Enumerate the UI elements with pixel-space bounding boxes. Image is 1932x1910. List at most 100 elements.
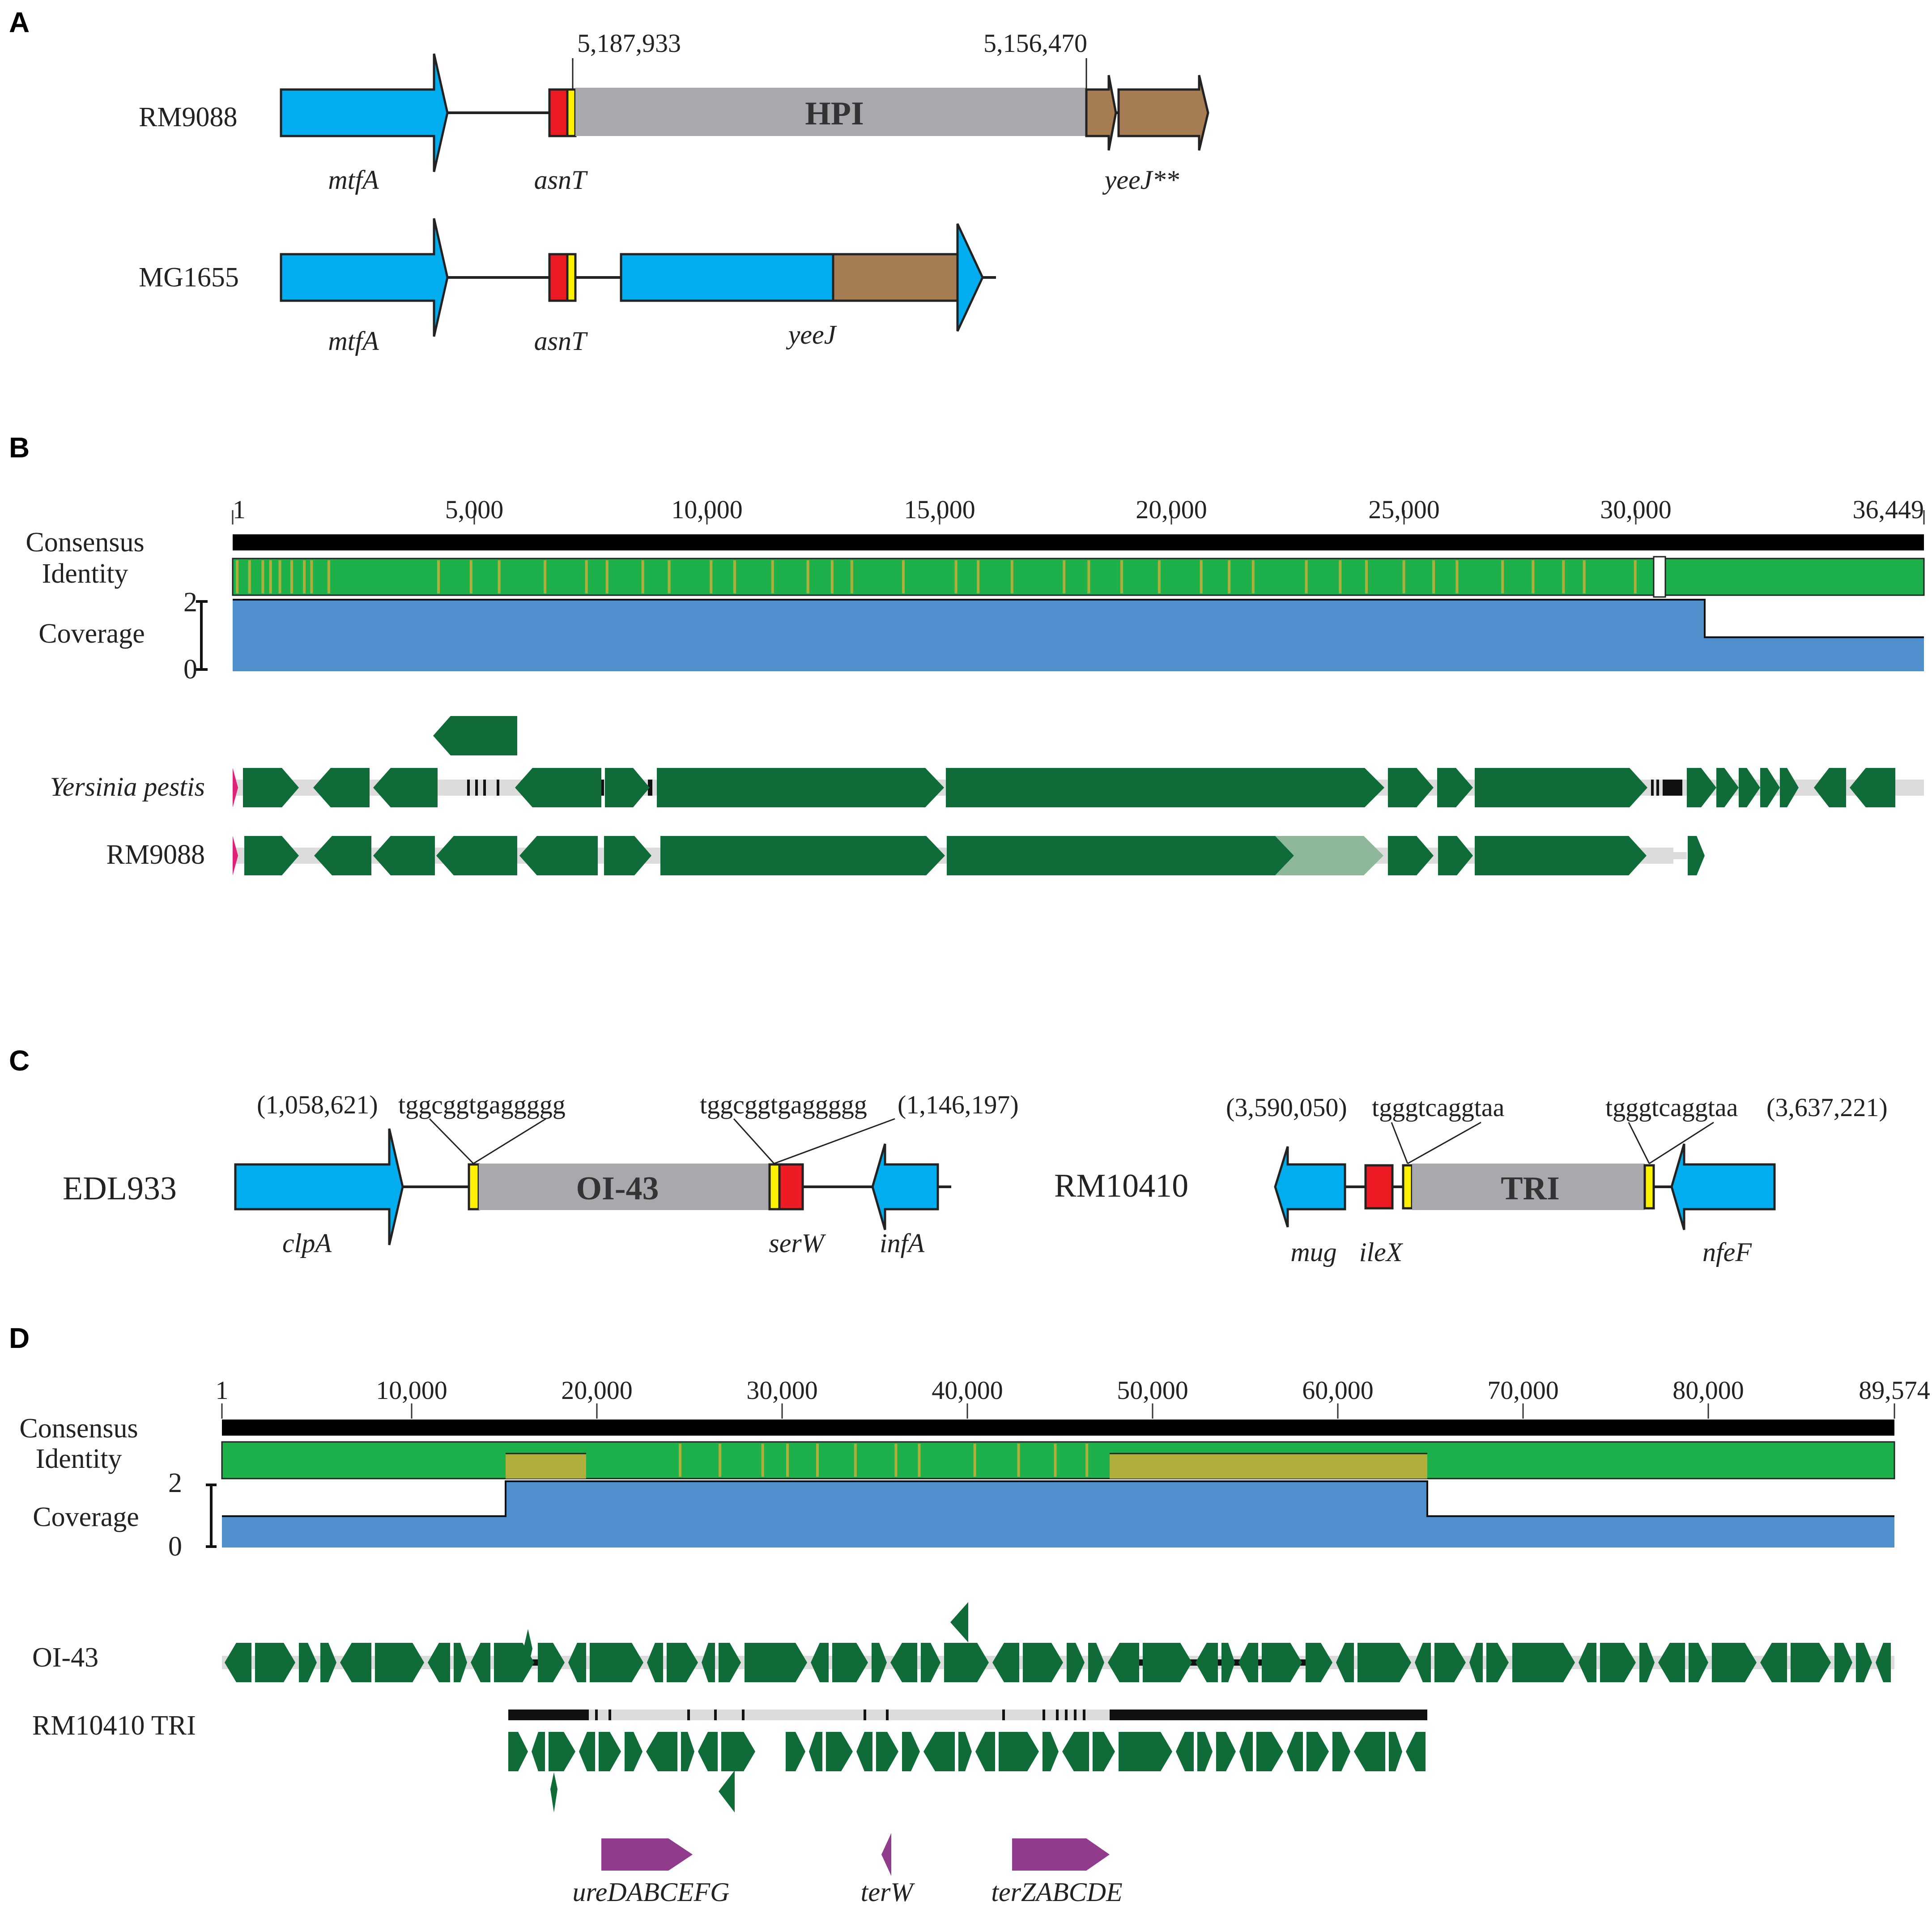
mtfA-gene-arrow-mg1655 — [280, 218, 449, 337]
gene-arrow — [1486, 1643, 1509, 1682]
gene-arrow — [786, 1732, 805, 1771]
asnT-gene-label-mg1655: asnT — [534, 326, 588, 356]
gene-arrow — [1287, 1732, 1303, 1771]
edl933-coord-left: (1,058,621) — [257, 1090, 378, 1119]
panel-c: C EDL933 OI-43 (1,058,621) tggcggtgagggg… — [9, 1045, 1888, 1267]
clpA-gene-arrow — [234, 1128, 404, 1245]
strain-rm9088-label: RM9088 — [139, 102, 237, 132]
d-tick-70000: 70,000 — [1487, 1376, 1559, 1405]
gene-arrow — [647, 1643, 663, 1682]
gene-arrow — [225, 1643, 251, 1682]
gene-arrow — [1389, 1732, 1402, 1771]
edl933-seq-right: tggcggtgaggggg — [700, 1090, 867, 1119]
d-coverage-label: Coverage — [33, 1502, 139, 1532]
panel-d: D 1 10,000 20,000 30,000 40,000 50,000 6… — [9, 1322, 1930, 1907]
ure-gene-label: ureDABCEFG — [572, 1877, 729, 1907]
gene-arrow — [340, 1643, 371, 1682]
gene-arrow — [872, 1643, 887, 1682]
gene-arrow — [1406, 1732, 1426, 1771]
b-tick-36449: 36,449 — [1853, 495, 1924, 524]
gene-arrow — [1579, 1643, 1596, 1682]
d-tick-80000: 80,000 — [1672, 1376, 1744, 1405]
gene-arrow — [890, 1643, 917, 1682]
b-track-rm9088-label: RM9088 — [106, 840, 205, 870]
nfeF-gene-arrow — [1670, 1143, 1776, 1230]
gene-arrow — [1512, 1643, 1575, 1682]
gene-arrow — [1239, 1732, 1253, 1771]
gene-arrow — [1143, 1643, 1192, 1682]
gene-arrow — [958, 1732, 972, 1771]
asnT-trna-box-mg1655 — [548, 253, 569, 302]
tri-island-block — [1412, 1164, 1645, 1210]
gene-arrow — [944, 1643, 989, 1682]
gene-arrow — [721, 1732, 755, 1771]
gene-arrow — [1062, 1732, 1089, 1771]
gene-arrow — [428, 1643, 450, 1682]
gene-arrow — [1856, 1643, 1872, 1682]
b-identity-label: Identity — [42, 559, 128, 589]
gene-arrow — [599, 1732, 621, 1771]
b-track-rm9088 — [233, 836, 1705, 875]
terW-gene-label: terW — [861, 1877, 915, 1907]
gene-arrow — [1067, 1643, 1085, 1682]
d-tick-89574: 89,574 — [1859, 1376, 1930, 1405]
asnT-gene-label: asnT — [534, 165, 588, 195]
ileX-trna-box — [1364, 1164, 1394, 1210]
yeeJ-gene-label: yeeJ — [786, 320, 837, 350]
rm10410-att-left — [1402, 1164, 1413, 1210]
gene-arrow — [1221, 1643, 1235, 1682]
gene-arrow — [299, 1643, 317, 1682]
b-cov-max: 2 — [183, 587, 197, 618]
b-tick-10000: 10,000 — [671, 495, 743, 524]
oi43-island-block — [479, 1164, 770, 1210]
gene-arrow — [667, 1643, 698, 1682]
b-consensus-bar — [233, 534, 1924, 550]
edl933-seq-left: tggcggtgaggggg — [398, 1090, 566, 1119]
d-track-rm10410-tri-label: RM10410 TRI — [32, 1710, 196, 1741]
d-track-rm10410-tri — [508, 1710, 1427, 1812]
gene-arrow — [876, 1732, 898, 1771]
b-coverage-axis: 2 0 — [183, 587, 208, 685]
strain-mg1655-label: MG1655 — [139, 262, 239, 293]
gene-arrow — [992, 1643, 1019, 1682]
gene-arrow — [1876, 1643, 1891, 1682]
gene-arrow — [975, 1732, 995, 1771]
gene-arrow — [1760, 1643, 1787, 1682]
b-tick-25000: 25,000 — [1368, 495, 1440, 524]
b-identity-track — [232, 556, 1925, 598]
edl933-coord-right: (1,146,197) — [898, 1090, 1019, 1119]
rm10410-seq-left: tgggtcaggtaa — [1372, 1093, 1504, 1122]
d-cov-max: 2 — [168, 1468, 182, 1498]
mtfA-gene-arrow — [280, 53, 449, 172]
terZ-gene-label: terZABCDE — [991, 1877, 1122, 1907]
gene-arrow — [538, 1643, 565, 1682]
gene-arrow — [1469, 1643, 1483, 1682]
mtfA-gene-label: mtfA — [328, 165, 379, 195]
gene-arrow — [1358, 1643, 1411, 1682]
mug-gene-label: mug — [1290, 1237, 1336, 1267]
gene-arrow — [508, 1732, 528, 1771]
ileX-gene-label: ileX — [1359, 1237, 1404, 1267]
gene-arrow — [811, 1643, 829, 1682]
b-identity-gap — [1653, 556, 1666, 598]
ure-gene-arrow — [601, 1838, 693, 1871]
gene-arrow — [1434, 1643, 1466, 1682]
att-site-box-mg1655 — [566, 253, 577, 302]
yeeJ-brown-segment — [832, 253, 959, 302]
gene-arrow — [1216, 1732, 1236, 1771]
gene-arrow — [568, 1643, 586, 1682]
gene-arrow — [1197, 1732, 1213, 1771]
b-tick-30000: 30,000 — [1600, 495, 1672, 524]
gene-arrow — [1196, 1643, 1218, 1682]
d-highlight-genes: ureDABCEFG terW terZABCDE — [572, 1833, 1123, 1907]
yeeJ-fragment-1 — [1085, 75, 1117, 151]
yeeJ-fragment-2 — [1117, 75, 1209, 151]
gene-arrow — [579, 1732, 595, 1771]
gene-arrow — [999, 1732, 1039, 1771]
gene-arrow — [1332, 1732, 1350, 1771]
gene-arrow — [1336, 1643, 1354, 1682]
b-coverage-track — [233, 599, 1924, 671]
d-identity-track — [221, 1441, 1895, 1479]
gene-arrow — [1093, 1732, 1115, 1771]
terW-gene-arrow — [881, 1833, 891, 1876]
